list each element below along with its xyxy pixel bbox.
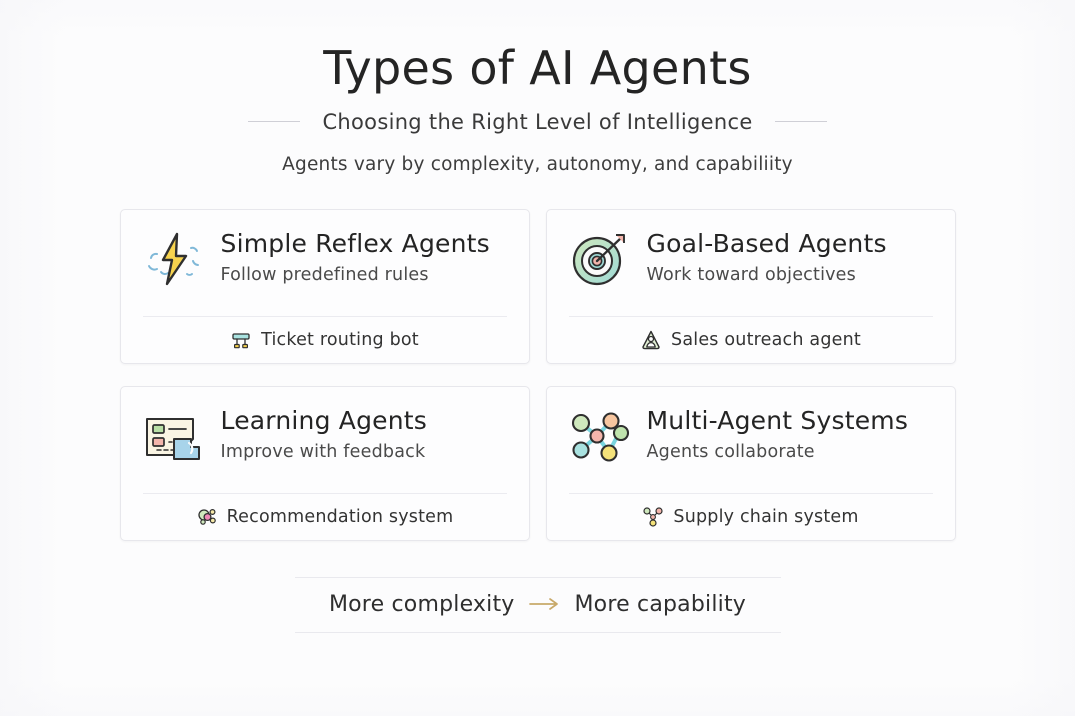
footer-banner: More complexity More capability bbox=[294, 576, 781, 633]
agent-card-simple-reflex[interactable]: Simple Reflex Agents Follow predefined r… bbox=[119, 208, 530, 364]
card-example-label: Recommendation system bbox=[226, 506, 454, 527]
right-arrow-icon bbox=[528, 597, 562, 611]
agent-card-grid: Simple Reflex Agents Follow predefined r… bbox=[0, 208, 1075, 541]
card-example-label: Sales outreach agent bbox=[671, 329, 861, 350]
card-description: Work toward objectives bbox=[646, 264, 856, 285]
card-title: Simple Reflex Agents bbox=[220, 228, 490, 258]
card-title: Multi-Agent Systems bbox=[646, 405, 909, 435]
card-example-row: Recommendation system bbox=[141, 494, 509, 540]
card-text: Learning Agents Improve with feedback bbox=[221, 405, 428, 462]
network-nodes-icon bbox=[567, 405, 633, 467]
agent-card-multi-agent[interactable]: Multi-Agent Systems Agents collaborate bbox=[545, 385, 956, 541]
footer: More complexity More capability bbox=[0, 576, 1075, 633]
card-text: Goal-Based Agents Work toward objectives bbox=[647, 228, 887, 285]
page-tagline: Agents vary by complexity, autonomy, and… bbox=[282, 153, 793, 175]
card-header: Learning Agents Improve with feedback bbox=[141, 405, 509, 493]
card-example-label: Ticket routing bot bbox=[261, 329, 419, 350]
card-example-row: Supply chain system bbox=[567, 494, 935, 540]
card-example-row: Sales outreach agent bbox=[567, 317, 935, 363]
card-header: Goal-Based Agents Work toward objectives bbox=[567, 228, 935, 316]
card-title: Learning Agents bbox=[220, 405, 428, 435]
routing-bench-icon bbox=[230, 329, 252, 351]
page-title: Types of AI Agents bbox=[323, 41, 752, 95]
card-description: Agents collaborate bbox=[646, 441, 815, 462]
agent-card-goal-based[interactable]: Goal-Based Agents Work toward objectives… bbox=[545, 208, 956, 364]
footer-right-text: More capability bbox=[574, 591, 747, 617]
checklist-board-icon bbox=[141, 405, 207, 467]
page-subtitle: Choosing the Right Level of Intelligence bbox=[322, 109, 753, 134]
card-text: Simple Reflex Agents Follow predefined r… bbox=[221, 228, 490, 285]
card-header: Simple Reflex Agents Follow predefined r… bbox=[141, 228, 509, 316]
footer-left-text: More complexity bbox=[328, 591, 515, 617]
card-example-label: Supply chain system bbox=[673, 506, 859, 527]
subtitle-dash-right bbox=[774, 121, 827, 123]
header: Types of AI Agents Choosing the Right Le… bbox=[0, 0, 1075, 175]
card-header: Multi-Agent Systems Agents collaborate bbox=[567, 405, 935, 493]
target-arrow-icon bbox=[567, 228, 633, 290]
subtitle-dash-left bbox=[248, 121, 301, 123]
footer-progression: More complexity More capability bbox=[329, 592, 746, 617]
card-description: Improve with feedback bbox=[220, 441, 426, 462]
tri-node-icon bbox=[642, 506, 664, 528]
subtitle-row: Choosing the Right Level of Intelligence bbox=[0, 110, 1075, 134]
card-example-row: Ticket routing bot bbox=[141, 317, 509, 363]
agent-card-learning[interactable]: Learning Agents Improve with feedback Re… bbox=[119, 385, 530, 541]
card-description: Follow predefined rules bbox=[220, 264, 429, 285]
card-title: Goal-Based Agents bbox=[646, 228, 887, 258]
card-text: Multi-Agent Systems Agents collaborate bbox=[647, 405, 909, 462]
person-shield-icon bbox=[640, 329, 662, 351]
cluster-nodes-icon bbox=[196, 506, 218, 528]
lightning-bolt-icon bbox=[141, 228, 207, 290]
